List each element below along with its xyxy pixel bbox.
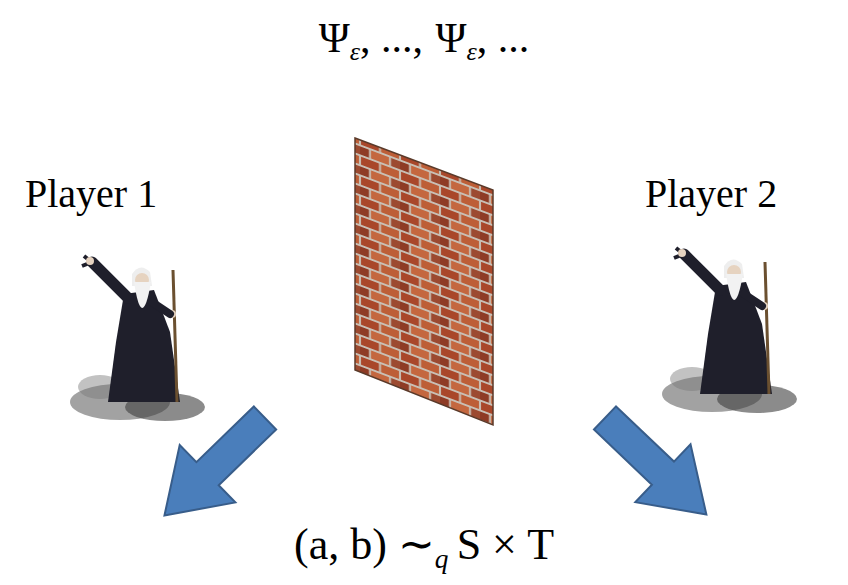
math-text: Player 2 xyxy=(645,170,777,217)
math-text: Ψ xyxy=(436,14,467,62)
subscript: ε xyxy=(467,37,477,67)
player-label: Player 1 xyxy=(25,170,157,217)
subscript: q xyxy=(435,544,449,575)
wizard-figure xyxy=(662,248,797,413)
math-text: Player 1 xyxy=(25,170,157,217)
math-text: S × T xyxy=(457,519,554,570)
output-line: (a, b) ∼qS × T xyxy=(0,518,848,570)
brick-wall xyxy=(355,138,493,425)
math-text: Ψ xyxy=(319,14,350,62)
subscript: ε xyxy=(350,37,360,67)
math-text: , ... xyxy=(477,14,530,62)
math-text: , ..., xyxy=(360,14,423,62)
message-line: Ψε, ...,Ψε, ... xyxy=(0,14,848,62)
block-arrow xyxy=(137,389,293,544)
math-text: (a, b) ∼ xyxy=(294,518,435,570)
wizard-figure xyxy=(70,256,205,421)
player-label: Player 2 xyxy=(645,170,777,217)
block-arrow xyxy=(577,389,734,543)
